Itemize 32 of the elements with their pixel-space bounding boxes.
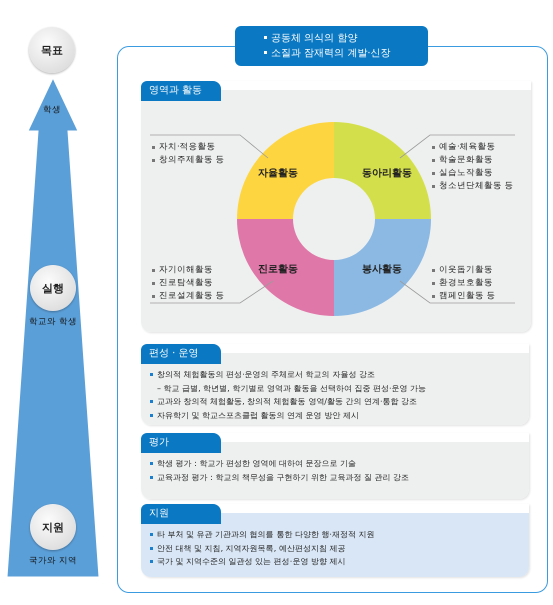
donut-segment — [334, 122, 431, 219]
leader-line — [150, 134, 268, 158]
panel — [141, 81, 531, 332]
goal-circle: 목표 — [29, 27, 75, 73]
donut-segment — [237, 219, 334, 316]
donut-segment — [237, 122, 334, 219]
node-label: 학교와 학생 — [28, 316, 78, 328]
section-tab: 평가 — [141, 433, 221, 453]
header-box — [235, 26, 428, 66]
bullet-item: 국가 및 지역수준의 일관성 있는 편성·운영 방향 제시 — [149, 555, 346, 568]
section-tab: 영역과 활동 — [141, 81, 221, 101]
bullet-item: – 학교 급별, 학년별, 학기별로 영역과 활동을 선택하여 집중 편성·운영 가능 — [156, 382, 426, 394]
bullet-item: 교과와 창의적 체험활동, 창의적 체험활동 영역/활동 간의 연계·통합 강조 — [149, 395, 418, 408]
panel — [141, 433, 529, 499]
segment-label: 진로활동 — [257, 263, 299, 276]
segment-label: 동아리활동 — [361, 167, 413, 180]
segment-label: 봉사활동 — [361, 263, 403, 276]
node-label: 학생 — [42, 104, 62, 116]
donut-segment — [334, 219, 431, 316]
section-tab: 지원 — [141, 504, 221, 524]
bullet-item: 학생 평가 : 학교가 편성한 영역에 대하여 문장으로 기술 — [149, 457, 356, 470]
node-label: 국가와 지역 — [28, 555, 78, 567]
section-tab: 편성 · 운영 — [141, 344, 221, 364]
leader-line — [400, 280, 516, 304]
panel — [141, 504, 529, 577]
frame — [117, 46, 548, 593]
leader-line — [150, 280, 274, 304]
bullet-item: 타 부처 및 유관 기관과의 협의를 통한 다양한 행·재정적 지원 — [149, 528, 374, 541]
panel — [141, 344, 529, 425]
segment-label: 자율활동 — [257, 167, 299, 180]
leader-line — [400, 134, 516, 158]
bullet-item: 창의적 체험활동의 편성·운영의 주체로서 학교의 자율성 강조 — [149, 368, 375, 381]
